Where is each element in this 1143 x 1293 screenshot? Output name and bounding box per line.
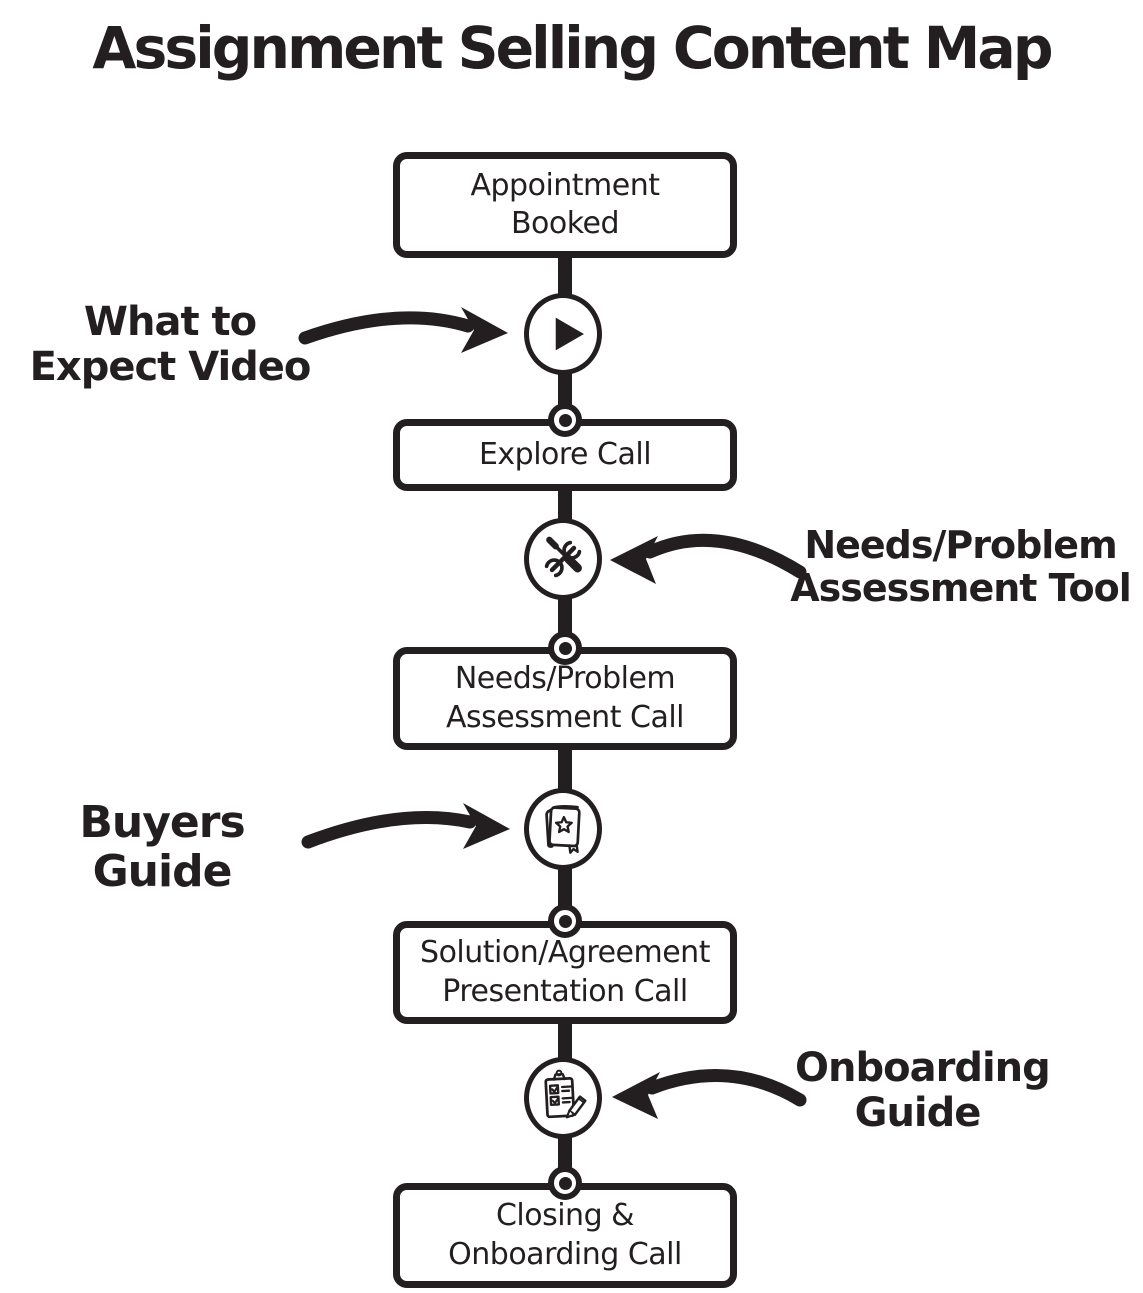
page-title: Assignment Selling Content Map (92, 14, 1053, 82)
note-buyers-guide: Buyers Guide (79, 797, 245, 898)
stage-box-appointment-booked: Appointment Booked (393, 152, 737, 258)
note-what-to-expect-video: What to Expect Video (29, 299, 312, 390)
note-needs-problem-assessment-tool: Needs/Problem Assessment Tool (790, 523, 1132, 610)
connector-dot (548, 1166, 582, 1200)
stage-label: Solution/Agreement Presentation Call (420, 935, 710, 1009)
connector-dot (548, 403, 582, 437)
connector-dot (548, 904, 582, 938)
stage-label: Needs/Problem Assessment Call (446, 661, 685, 735)
arrow-buyers-guide (301, 803, 510, 849)
book-icon (524, 788, 602, 870)
tools-icon (524, 518, 602, 600)
connector-dot (548, 631, 582, 665)
stage-label: Closing & Onboarding Call (448, 1198, 682, 1272)
clipboard-checklist-icon (524, 1057, 602, 1139)
stage-box-closing-onboarding-call: Closing & Onboarding Call (393, 1183, 737, 1288)
arrow-onboarding-guide (612, 1069, 807, 1119)
note-onboarding-guide: Onboarding Guide (795, 1045, 1051, 1136)
stage-box-solution-agreement-presentation-call: Solution/Agreement Presentation Call (393, 921, 737, 1024)
play-icon (524, 293, 602, 375)
stage-label: Explore Call (478, 436, 652, 472)
arrow-needs-problem-assessment-tool (610, 533, 807, 584)
arrow-what-to-expect-video (298, 307, 508, 353)
stage-box-explore-call: Explore Call (393, 419, 737, 491)
stage-label: Appointment Booked (470, 167, 660, 241)
